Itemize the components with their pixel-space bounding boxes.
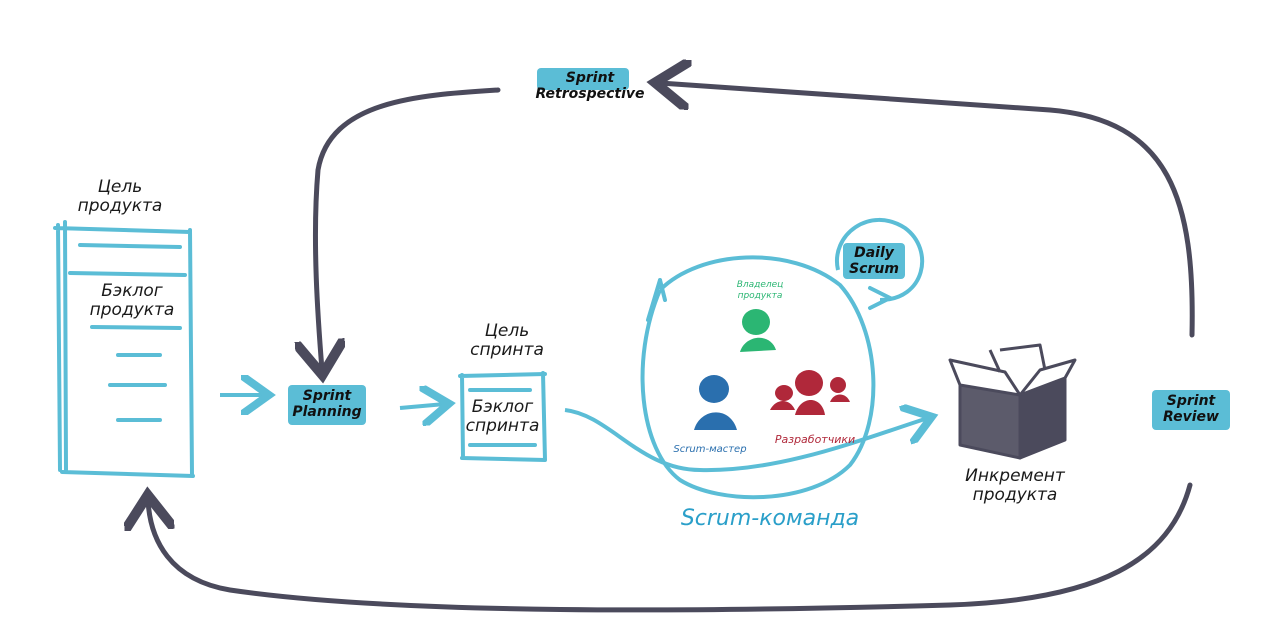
product-backlog-label: Бэклог продукта [89, 281, 175, 320]
sprint-backlog-label: Бэклог спринта [465, 397, 540, 436]
retro-to-planning-arrow [315, 87, 501, 370]
sprint-planning-highlight [288, 385, 366, 425]
developers-icon [770, 370, 850, 415]
daily-scrum-arrowhead [868, 286, 895, 310]
scrum-team-label: Scrum-команда [680, 506, 860, 531]
product-backlog-document [53, 220, 195, 478]
scrum-master-label: Scrum-мастер [673, 444, 747, 455]
daily-scrum-label: Daily Scrum [849, 245, 899, 277]
increment-label: Инкремент продукта [965, 466, 1065, 505]
sprint-backlog-document [458, 371, 547, 462]
product-owner-icon [740, 309, 776, 352]
sprint-review-label: Sprint Review [1163, 393, 1219, 425]
daily-scrum-loop [834, 217, 925, 302]
sprint-cycle-circle [640, 255, 876, 500]
daily-scrum-highlight [843, 243, 905, 279]
sprint-planning-label: Sprint Planning [292, 388, 362, 420]
sprint-retrospective-highlight [537, 68, 629, 90]
review-to-retro-arrow [660, 83, 1195, 338]
product-owner-label: Владелец продукта [736, 280, 784, 301]
flow-through-team-arrow [564, 410, 928, 473]
sprint-review-highlight [1152, 390, 1230, 430]
product-goal-label: Цель продукта [77, 177, 163, 216]
increment-box-icon [948, 343, 1077, 460]
arrow-planning-to-sprint-backlog [399, 404, 445, 408]
scrum-master-icon [694, 375, 737, 430]
review-to-backlog-arrow [148, 482, 1193, 613]
sprint-retrospective-label: Sprint Retrospective [535, 70, 645, 102]
developers-label: Разработчики [774, 433, 856, 446]
sprint-cycle-arrowhead [646, 278, 667, 322]
sprint-goal-label: Цель спринта [470, 321, 544, 360]
